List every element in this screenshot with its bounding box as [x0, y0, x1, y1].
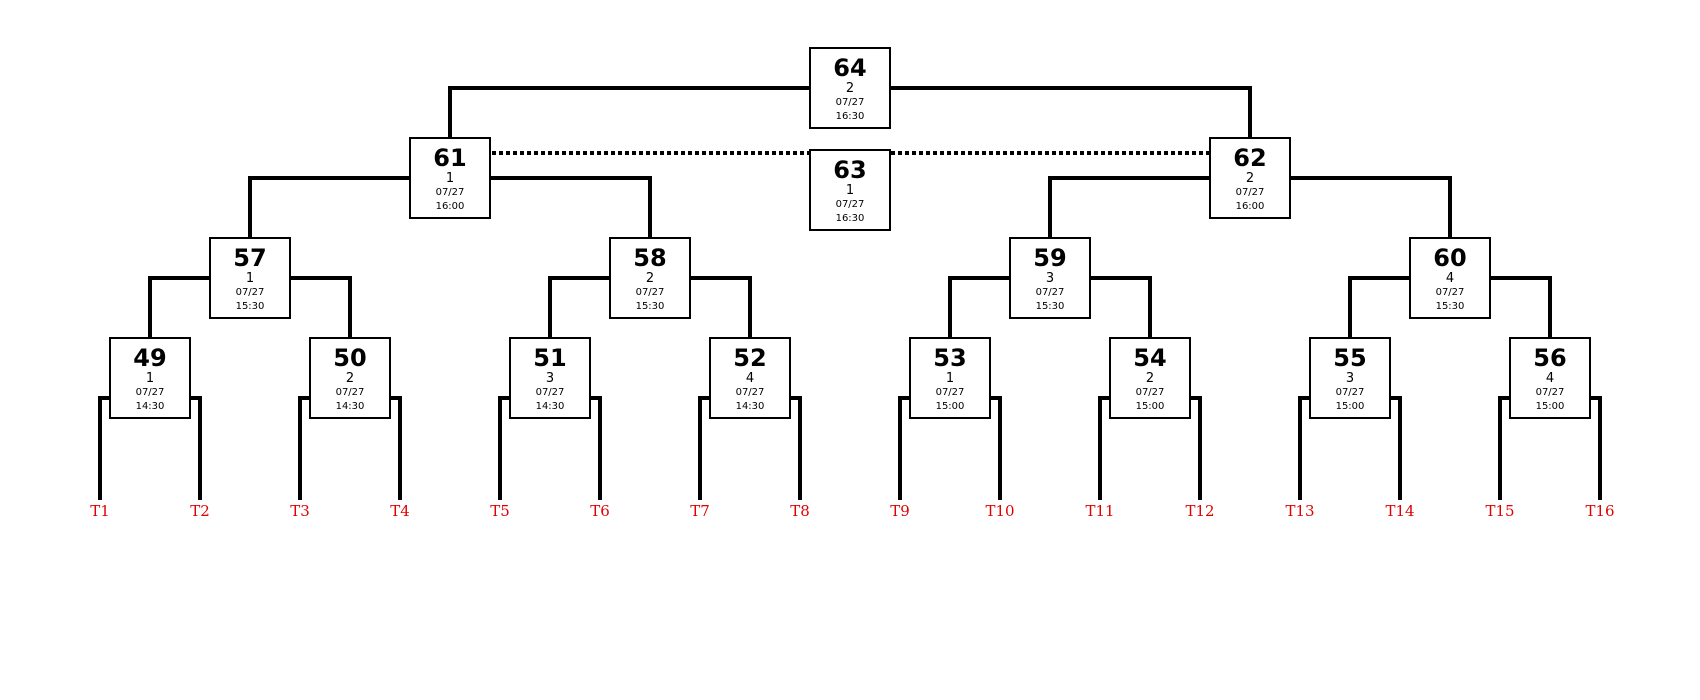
match-court: 2 — [345, 371, 355, 386]
match-number: 49 — [133, 344, 167, 372]
match-court: 3 — [1345, 371, 1355, 386]
match-court: 2 — [1145, 371, 1155, 386]
match-court: 3 — [545, 371, 555, 386]
team-label: T7 — [690, 502, 710, 520]
match-court: 2 — [845, 81, 855, 96]
match-time: 15:30 — [235, 301, 265, 312]
match-date: 07/27 — [635, 287, 665, 298]
match-number: 54 — [1133, 344, 1167, 372]
match-court: 2 — [645, 271, 655, 286]
team-label: T2 — [190, 502, 210, 520]
team-label: T16 — [1585, 502, 1615, 520]
match-number: 56 — [1533, 344, 1567, 372]
team-label: T3 — [290, 502, 310, 520]
match-date: 07/27 — [135, 387, 165, 398]
match-date: 07/27 — [435, 187, 465, 198]
match-time: 15:30 — [1435, 301, 1465, 312]
match-time: 14:30 — [535, 401, 565, 412]
team-label: T6 — [590, 502, 610, 520]
team-label: T10 — [985, 502, 1015, 520]
match-date: 07/27 — [1035, 287, 1065, 298]
match-time: 14:30 — [735, 401, 765, 412]
match-date: 07/27 — [1135, 387, 1165, 398]
match-court: 2 — [1245, 171, 1255, 186]
match-court: 1 — [245, 271, 255, 286]
match-number: 59 — [1033, 244, 1067, 272]
match-time: 14:30 — [335, 401, 365, 412]
team-label: T8 — [790, 502, 810, 520]
match-date: 07/27 — [1335, 387, 1365, 398]
match-number: 51 — [533, 344, 567, 372]
team-label: T11 — [1085, 502, 1115, 520]
match-number: 64 — [833, 54, 867, 82]
match-court: 1 — [145, 371, 155, 386]
match-date: 07/27 — [735, 387, 765, 398]
match-number: 62 — [1233, 144, 1267, 172]
team-label: T12 — [1185, 502, 1215, 520]
match-court: 4 — [1445, 271, 1455, 286]
match-court: 1 — [445, 171, 455, 186]
match-date: 07/27 — [1235, 187, 1265, 198]
match-number: 55 — [1333, 344, 1367, 372]
team-label: T9 — [890, 502, 910, 520]
match-number: 53 — [933, 344, 967, 372]
match-court: 1 — [945, 371, 955, 386]
match-court: 4 — [1545, 371, 1555, 386]
match-time: 15:30 — [1035, 301, 1065, 312]
match-number: 57 — [233, 244, 267, 272]
match-time: 16:00 — [435, 201, 465, 212]
match-time: 15:00 — [1535, 401, 1565, 412]
team-label: T4 — [390, 502, 410, 520]
match-number: 50 — [333, 344, 367, 372]
match-time: 15:00 — [1335, 401, 1365, 412]
match-time: 16:00 — [1235, 201, 1265, 212]
match-number: 52 — [733, 344, 767, 372]
match-number: 61 — [433, 144, 467, 172]
match-date: 07/27 — [835, 97, 865, 108]
match-court: 3 — [1045, 271, 1055, 286]
team-label: T14 — [1385, 502, 1415, 520]
match-number: 60 — [1433, 244, 1467, 272]
match-time: 16:30 — [835, 111, 865, 122]
match-date: 07/27 — [1535, 387, 1565, 398]
match-date: 07/27 — [535, 387, 565, 398]
team-label: T15 — [1485, 502, 1515, 520]
match-court: 4 — [745, 371, 755, 386]
match-date: 07/27 — [235, 287, 265, 298]
match-date: 07/27 — [1435, 287, 1465, 298]
match-date: 07/27 — [935, 387, 965, 398]
match-number: 58 — [633, 244, 667, 272]
team-label: T13 — [1285, 502, 1315, 520]
match-time: 14:30 — [135, 401, 165, 412]
match-time: 15:00 — [935, 401, 965, 412]
match-time: 15:00 — [1135, 401, 1165, 412]
match-time: 15:30 — [635, 301, 665, 312]
match-time: 16:30 — [835, 213, 865, 224]
team-label: T1 — [90, 502, 110, 520]
match-date: 07/27 — [835, 199, 865, 210]
match-date: 07/27 — [335, 387, 365, 398]
team-label: T5 — [490, 502, 510, 520]
match-court: 1 — [845, 183, 855, 198]
match-number: 63 — [833, 156, 867, 184]
